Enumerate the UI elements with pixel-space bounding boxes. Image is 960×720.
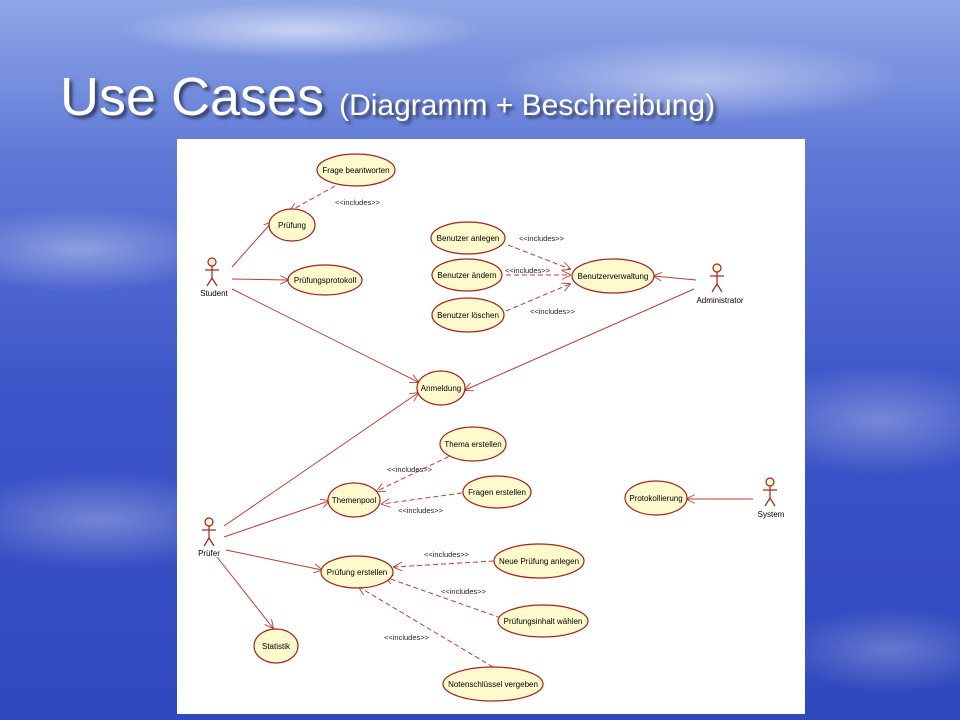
usecase-benutzer-aendern: Benutzer ändern: [431, 258, 503, 292]
incl-erstellen-neue: [394, 560, 495, 567]
usecase-label: Protokollierung: [629, 494, 682, 503]
incl-themenpool-thema: [377, 452, 457, 491]
diagram-canvas: <<includes>> <<includes>> <<includes>> <…: [198, 153, 785, 702]
assoc-student-pruefungsprotokoll: [231, 279, 288, 280]
actor-label: Student: [200, 289, 228, 298]
usecase-pruefung: Prüfung: [268, 208, 316, 242]
includes-label: <<includes>>: [424, 550, 470, 559]
actor-system: System: [758, 477, 785, 519]
stick-figure-icon: [710, 263, 724, 293]
use-case-diagram: <<includes>> <<includes>> <<includes>> <…: [177, 139, 805, 714]
incl-anlegen-verwaltung: [507, 244, 570, 269]
usecase-thema-erstellen: Thema erstellen: [439, 426, 507, 462]
actor-student: Student: [200, 257, 229, 298]
includes-label: <<includes>>: [505, 266, 551, 275]
includes-label: <<includes>>: [335, 198, 381, 207]
includes-label: <<includes>>: [398, 506, 444, 515]
usecase-label: Benutzer anlegen: [437, 234, 500, 243]
includes-label: <<includes>>: [384, 633, 430, 642]
actor-label: System: [758, 510, 785, 519]
includes-label: <<includes>>: [530, 307, 576, 316]
stick-figure-icon: [205, 257, 219, 287]
usecase-label: Notenschlüssel vergeben: [448, 680, 538, 689]
actor-pruefer: Prüfer: [198, 517, 220, 558]
actor-label: Prüfer: [198, 549, 220, 558]
usecase-label: Frage beantworten: [322, 166, 389, 175]
usecase-label: Benutzer löschen: [437, 311, 499, 320]
actor-administrator: Administrator: [696, 263, 744, 305]
usecase-protokollierung: Protokollierung: [624, 480, 688, 516]
usecase-pruefungsinhalt-waehlen: Prüfungsinhalt wählen: [497, 604, 589, 638]
usecase-label: Thema erstellen: [444, 440, 501, 449]
assoc-student-pruefung: [231, 222, 272, 268]
incl-themenpool-fragen: [382, 492, 463, 504]
includes-label: <<includes>>: [519, 234, 565, 243]
usecase-benutzer-loeschen: Benutzer löschen: [431, 297, 505, 333]
slide-title-main: Use Cases: [60, 67, 325, 127]
assoc-admin-anmeldung: [465, 288, 695, 390]
stick-figure-icon: [763, 477, 777, 507]
usecase-anmeldung: Anmeldung: [416, 370, 466, 406]
usecase-fragen-erstellen: Fragen erstellen: [462, 475, 532, 509]
includes-label: <<includes>>: [387, 465, 433, 474]
assoc-pruefer-pruefung-erstellen: [225, 549, 322, 570]
usecase-label: Prüfung erstellen: [327, 568, 387, 577]
incl-pruefung-frage: [290, 185, 336, 211]
assoc-pruefer-statistik: [216, 556, 273, 628]
usecase-notenschluessel-vergeben: Notenschlüssel vergeben: [442, 666, 544, 702]
slide-subtitle: (Diagramm + Beschreibung): [339, 89, 716, 122]
include-labels: <<includes>> <<includes>> <<includes>> <…: [335, 198, 576, 642]
includes-label: <<includes>>: [441, 587, 487, 596]
assoc-admin-benutzerverwaltung: [654, 276, 697, 280]
usecase-themenpool: Themenpool: [327, 482, 381, 518]
usecase-benutzerverwaltung: Benutzerverwaltung: [571, 258, 655, 294]
incl-loeschen-verwaltung: [505, 284, 570, 312]
usecase-label: Prüfungsinhalt wählen: [504, 617, 583, 626]
usecase-label: Prüfungsprotokoll: [294, 276, 356, 285]
usecase-label: Themenpool: [332, 496, 377, 505]
usecase-pruefungsprotokoll: Prüfungsprotokoll: [287, 264, 363, 296]
usecase-label: Fragen erstellen: [468, 488, 526, 497]
usecase-benutzer-anlegen: Benutzer anlegen: [430, 221, 506, 255]
include-dependencies: [290, 185, 570, 668]
usecase-pruefung-erstellen: Prüfung erstellen: [320, 555, 394, 589]
usecase-statistik: Statistik: [253, 628, 299, 664]
actor-label: Administrator: [696, 296, 743, 305]
incl-erstellen-noten: [359, 587, 494, 668]
usecase-frage-beantworten: Frage beantworten: [316, 153, 396, 187]
assoc-pruefer-anmeldung: [223, 393, 418, 527]
stick-figure-icon: [202, 517, 216, 547]
usecase-label: Benutzer ändern: [437, 271, 496, 280]
usecase-neue-pruefung-anlegen: Neue Prüfung anlegen: [493, 543, 585, 579]
usecase-label: Prüfung: [278, 221, 306, 230]
usecase-label: Anmeldung: [421, 384, 461, 393]
usecase-label: Benutzerverwaltung: [578, 272, 649, 281]
associations: [216, 222, 753, 628]
assoc-pruefer-themenpool: [223, 501, 329, 538]
usecase-label: Statistik: [262, 642, 291, 651]
usecase-label: Neue Prüfung anlegen: [499, 557, 579, 566]
incl-erstellen-inhalt: [385, 577, 502, 619]
assoc-student-anmeldung: [231, 288, 418, 382]
slide-title: Use Cases (Diagramm + Beschreibung): [60, 70, 715, 124]
